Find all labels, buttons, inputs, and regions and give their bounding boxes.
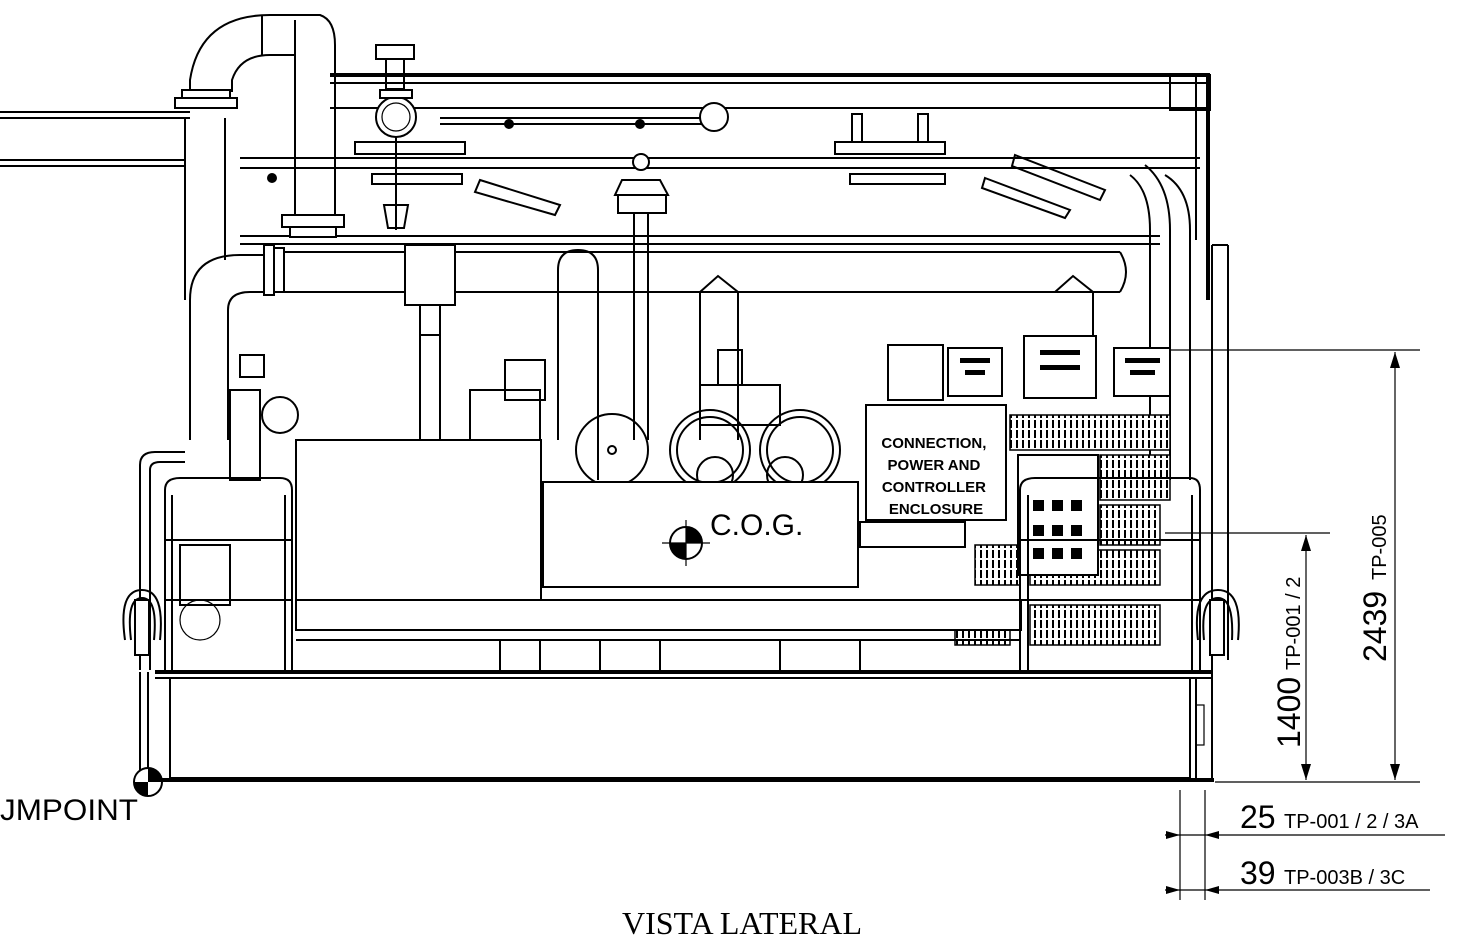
guardrails bbox=[139, 244, 1229, 780]
cog-label: C.O.G. bbox=[710, 509, 803, 542]
enclosure-box bbox=[865, 404, 1007, 521]
dim-offset-b-ref: TP-003B / 3C bbox=[1284, 867, 1405, 889]
datum-label: JMPOINT bbox=[0, 794, 138, 827]
enclosure-label: CONNECTION, POWER AND CONTROLLER ENCLOSU… bbox=[881, 435, 990, 518]
header-pipe bbox=[189, 244, 1127, 480]
junction-boxes bbox=[887, 335, 1171, 401]
dim-offset-a-ref: TP-001 / 2 / 3A bbox=[1284, 811, 1419, 833]
enclosure-line-1: CONNECTION, bbox=[881, 435, 986, 452]
overhead-frame bbox=[0, 73, 1211, 300]
dim-offset-a-value: 25 bbox=[1240, 799, 1276, 835]
top-valve bbox=[267, 44, 729, 230]
tank-body-left bbox=[295, 439, 542, 601]
skid-base bbox=[139, 599, 1214, 782]
view-title: VISTA LATERAL bbox=[622, 905, 862, 941]
central-riser bbox=[613, 153, 1094, 440]
dim-overall-value: 2439 bbox=[1357, 591, 1393, 662]
enclosure-line-3: CONTROLLER bbox=[882, 479, 986, 496]
enclosure-line-4: ENCLOSURE bbox=[889, 501, 983, 518]
dim-mid-value: 1400 bbox=[1271, 677, 1307, 748]
sensor-arms bbox=[473, 153, 1191, 480]
dim-mid-ref: TP-001 / 2 bbox=[1283, 577, 1305, 670]
dimension-lines bbox=[1165, 349, 1445, 900]
control-panel bbox=[1017, 454, 1099, 576]
lifting-shackles bbox=[122, 588, 1240, 656]
dim-overall-ref: TP-005 bbox=[1369, 514, 1391, 580]
enclosure-line-2: POWER AND bbox=[888, 457, 981, 474]
vertical-pipe-elbow bbox=[174, 14, 345, 238]
cog-symbol bbox=[662, 520, 710, 566]
dim-offset-b-value: 39 bbox=[1240, 855, 1276, 891]
datum-symbol bbox=[133, 767, 163, 797]
cable-trays bbox=[954, 414, 1171, 646]
center-valves bbox=[575, 349, 841, 494]
enclosure-base bbox=[859, 521, 966, 548]
left-equipment bbox=[179, 354, 546, 641]
